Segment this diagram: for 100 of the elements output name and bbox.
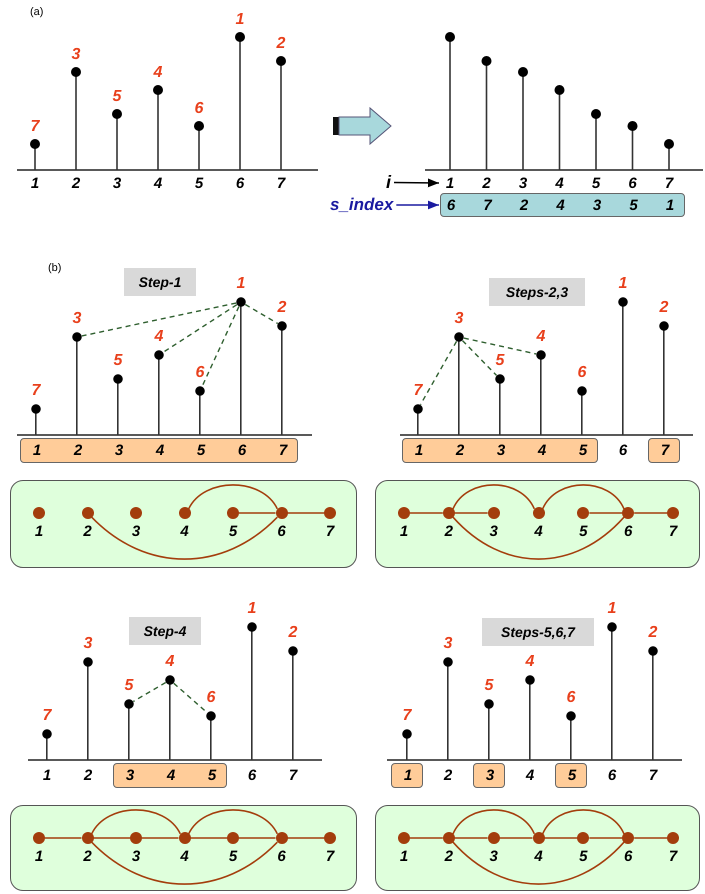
panel-label: (a)	[30, 6, 44, 18]
index-box	[391, 763, 423, 788]
rank-number: 6	[194, 100, 204, 117]
graph-edge	[410, 837, 443, 839]
rank-number: 2	[278, 299, 286, 316]
rank-number: 7	[42, 707, 52, 724]
vertex-number: 4	[180, 523, 189, 540]
graph-edge	[544, 837, 578, 839]
vertex-number: 5	[228, 523, 238, 540]
axis-number: 3	[496, 442, 506, 459]
axis-number: 1	[414, 442, 424, 459]
axis-number: 3	[518, 175, 528, 192]
rank-number: 1	[618, 275, 628, 292]
axis-number: 6	[236, 175, 244, 192]
graph-edge	[239, 837, 276, 839]
row-label: s_index	[330, 195, 394, 215]
axis-number: 4	[526, 767, 534, 784]
rank-number: 4	[166, 653, 174, 670]
graph-edge	[454, 837, 488, 839]
rank-number: 6	[206, 689, 216, 706]
vertex-number: 4	[534, 523, 543, 540]
graph-edge	[94, 837, 130, 839]
axis-number: 1	[32, 442, 42, 459]
graph-edge	[239, 512, 276, 514]
axis-number: 1	[42, 767, 52, 784]
rank-number: 1	[236, 11, 244, 28]
vertex-number: 2	[83, 523, 92, 540]
rank-number: 7	[414, 382, 422, 399]
graph-edge	[288, 837, 324, 839]
graph-edge	[91, 809, 181, 834]
graph-edge	[452, 516, 625, 560]
axis-number: 1	[404, 767, 412, 784]
index-value: 4	[556, 197, 565, 214]
visibility-line	[82, 302, 236, 337]
graph-edge	[542, 809, 625, 834]
graph-edge	[589, 837, 622, 839]
index-box	[648, 438, 680, 463]
axis-number: 7	[660, 442, 670, 459]
rank-number: 3	[84, 635, 92, 652]
axis-number: 3	[486, 767, 494, 784]
axis-number: 1	[30, 175, 40, 192]
visibility-line	[162, 304, 238, 353]
axis-number: 5	[592, 175, 600, 192]
panel-label: (b)	[48, 262, 62, 274]
s-index-box	[440, 193, 685, 217]
axis-number: 6	[618, 442, 628, 459]
graph-edge	[634, 512, 667, 514]
graph-panel	[375, 480, 700, 568]
vertex-number: 6	[277, 848, 286, 865]
graph-edge	[452, 842, 625, 885]
arrow	[394, 178, 439, 188]
rank-number: 3	[72, 46, 80, 63]
axis-number: 5	[578, 442, 588, 459]
axis-number: 4	[154, 175, 162, 192]
graph-edge	[589, 512, 622, 514]
axis-number: 2	[444, 767, 452, 784]
axis-number: 7	[648, 767, 658, 784]
graph-panel	[375, 805, 700, 891]
vertex-number: 5	[579, 848, 588, 865]
index-box	[113, 763, 227, 788]
row-label: i	[386, 172, 392, 193]
vertex-number: 1	[34, 848, 44, 865]
graph-edge	[542, 484, 625, 510]
rank-number: 1	[236, 275, 246, 292]
axis-number: 7	[276, 175, 286, 192]
graph-edge	[410, 512, 443, 514]
axis-number: 4	[555, 175, 564, 192]
visibility-line	[244, 304, 278, 324]
rank-number: 6	[566, 689, 576, 706]
axis-number: 2	[72, 175, 80, 192]
vertex-number: 7	[668, 523, 678, 540]
axis-number: 5	[194, 175, 204, 192]
axis-number: 4	[166, 767, 176, 784]
rank-number: 3	[444, 635, 452, 652]
vertex-number: 2	[444, 523, 453, 540]
vertex-number: 6	[277, 523, 286, 540]
axis-number: 2	[84, 767, 92, 784]
index-value: 6	[446, 197, 456, 214]
index-box	[473, 763, 505, 788]
axis-number: 4	[538, 442, 546, 459]
graph-edge	[634, 837, 667, 839]
axis-number: 7	[664, 175, 674, 192]
vertex-number: 1	[400, 848, 408, 865]
axis-number: 3	[112, 175, 122, 192]
graph-edge	[45, 837, 82, 839]
rank-number: 7	[402, 707, 412, 724]
vertex-number: 7	[326, 523, 334, 540]
rank-number: 4	[536, 328, 546, 345]
graph-edge	[288, 512, 324, 514]
rank-number: 4	[154, 64, 162, 81]
visibility-line	[464, 337, 536, 355]
step-title: Steps-5,6,7	[482, 618, 594, 646]
graph-edge	[454, 512, 488, 514]
graph-edge	[91, 516, 278, 560]
index-box	[20, 438, 298, 463]
rank-number: 1	[248, 600, 256, 617]
rank-number: 3	[454, 310, 464, 327]
rank-number: 5	[112, 88, 122, 105]
visibility-line	[173, 682, 208, 714]
rank-number: 5	[114, 352, 122, 369]
